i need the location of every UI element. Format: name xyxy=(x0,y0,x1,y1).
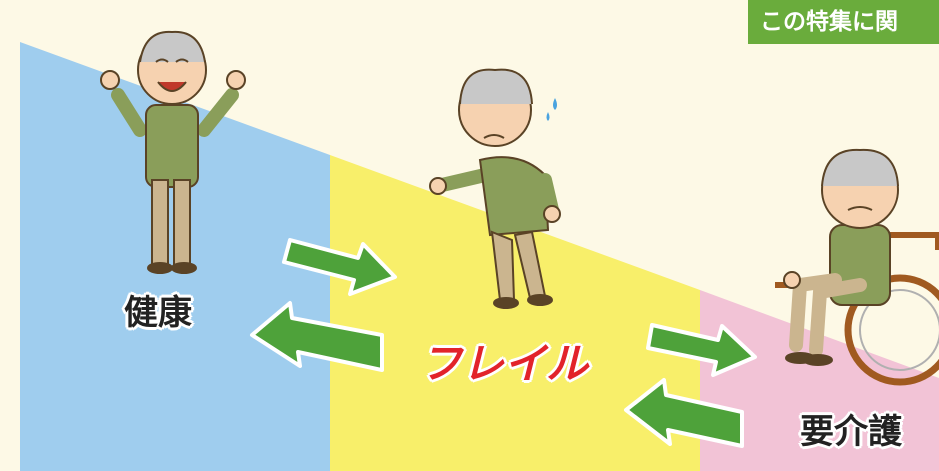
arrow-right-icon xyxy=(282,238,397,296)
stage-label-healthy: 健康 xyxy=(124,293,192,333)
arrow-right-icon xyxy=(646,323,757,377)
frail-zone xyxy=(330,155,700,471)
arrow-left-icon xyxy=(250,301,384,372)
frail-elderly-man-icon xyxy=(429,68,561,309)
stage-label-frail: フレイル xyxy=(420,339,589,388)
care-zone xyxy=(700,290,939,471)
feature-banner: この特集に関 xyxy=(748,0,939,44)
stage-label-care: 要介護 xyxy=(800,412,902,452)
elderly-man-wheelchair-icon xyxy=(775,148,939,386)
arrow-left-icon xyxy=(624,378,744,448)
happy-elderly-man-icon xyxy=(100,30,246,274)
